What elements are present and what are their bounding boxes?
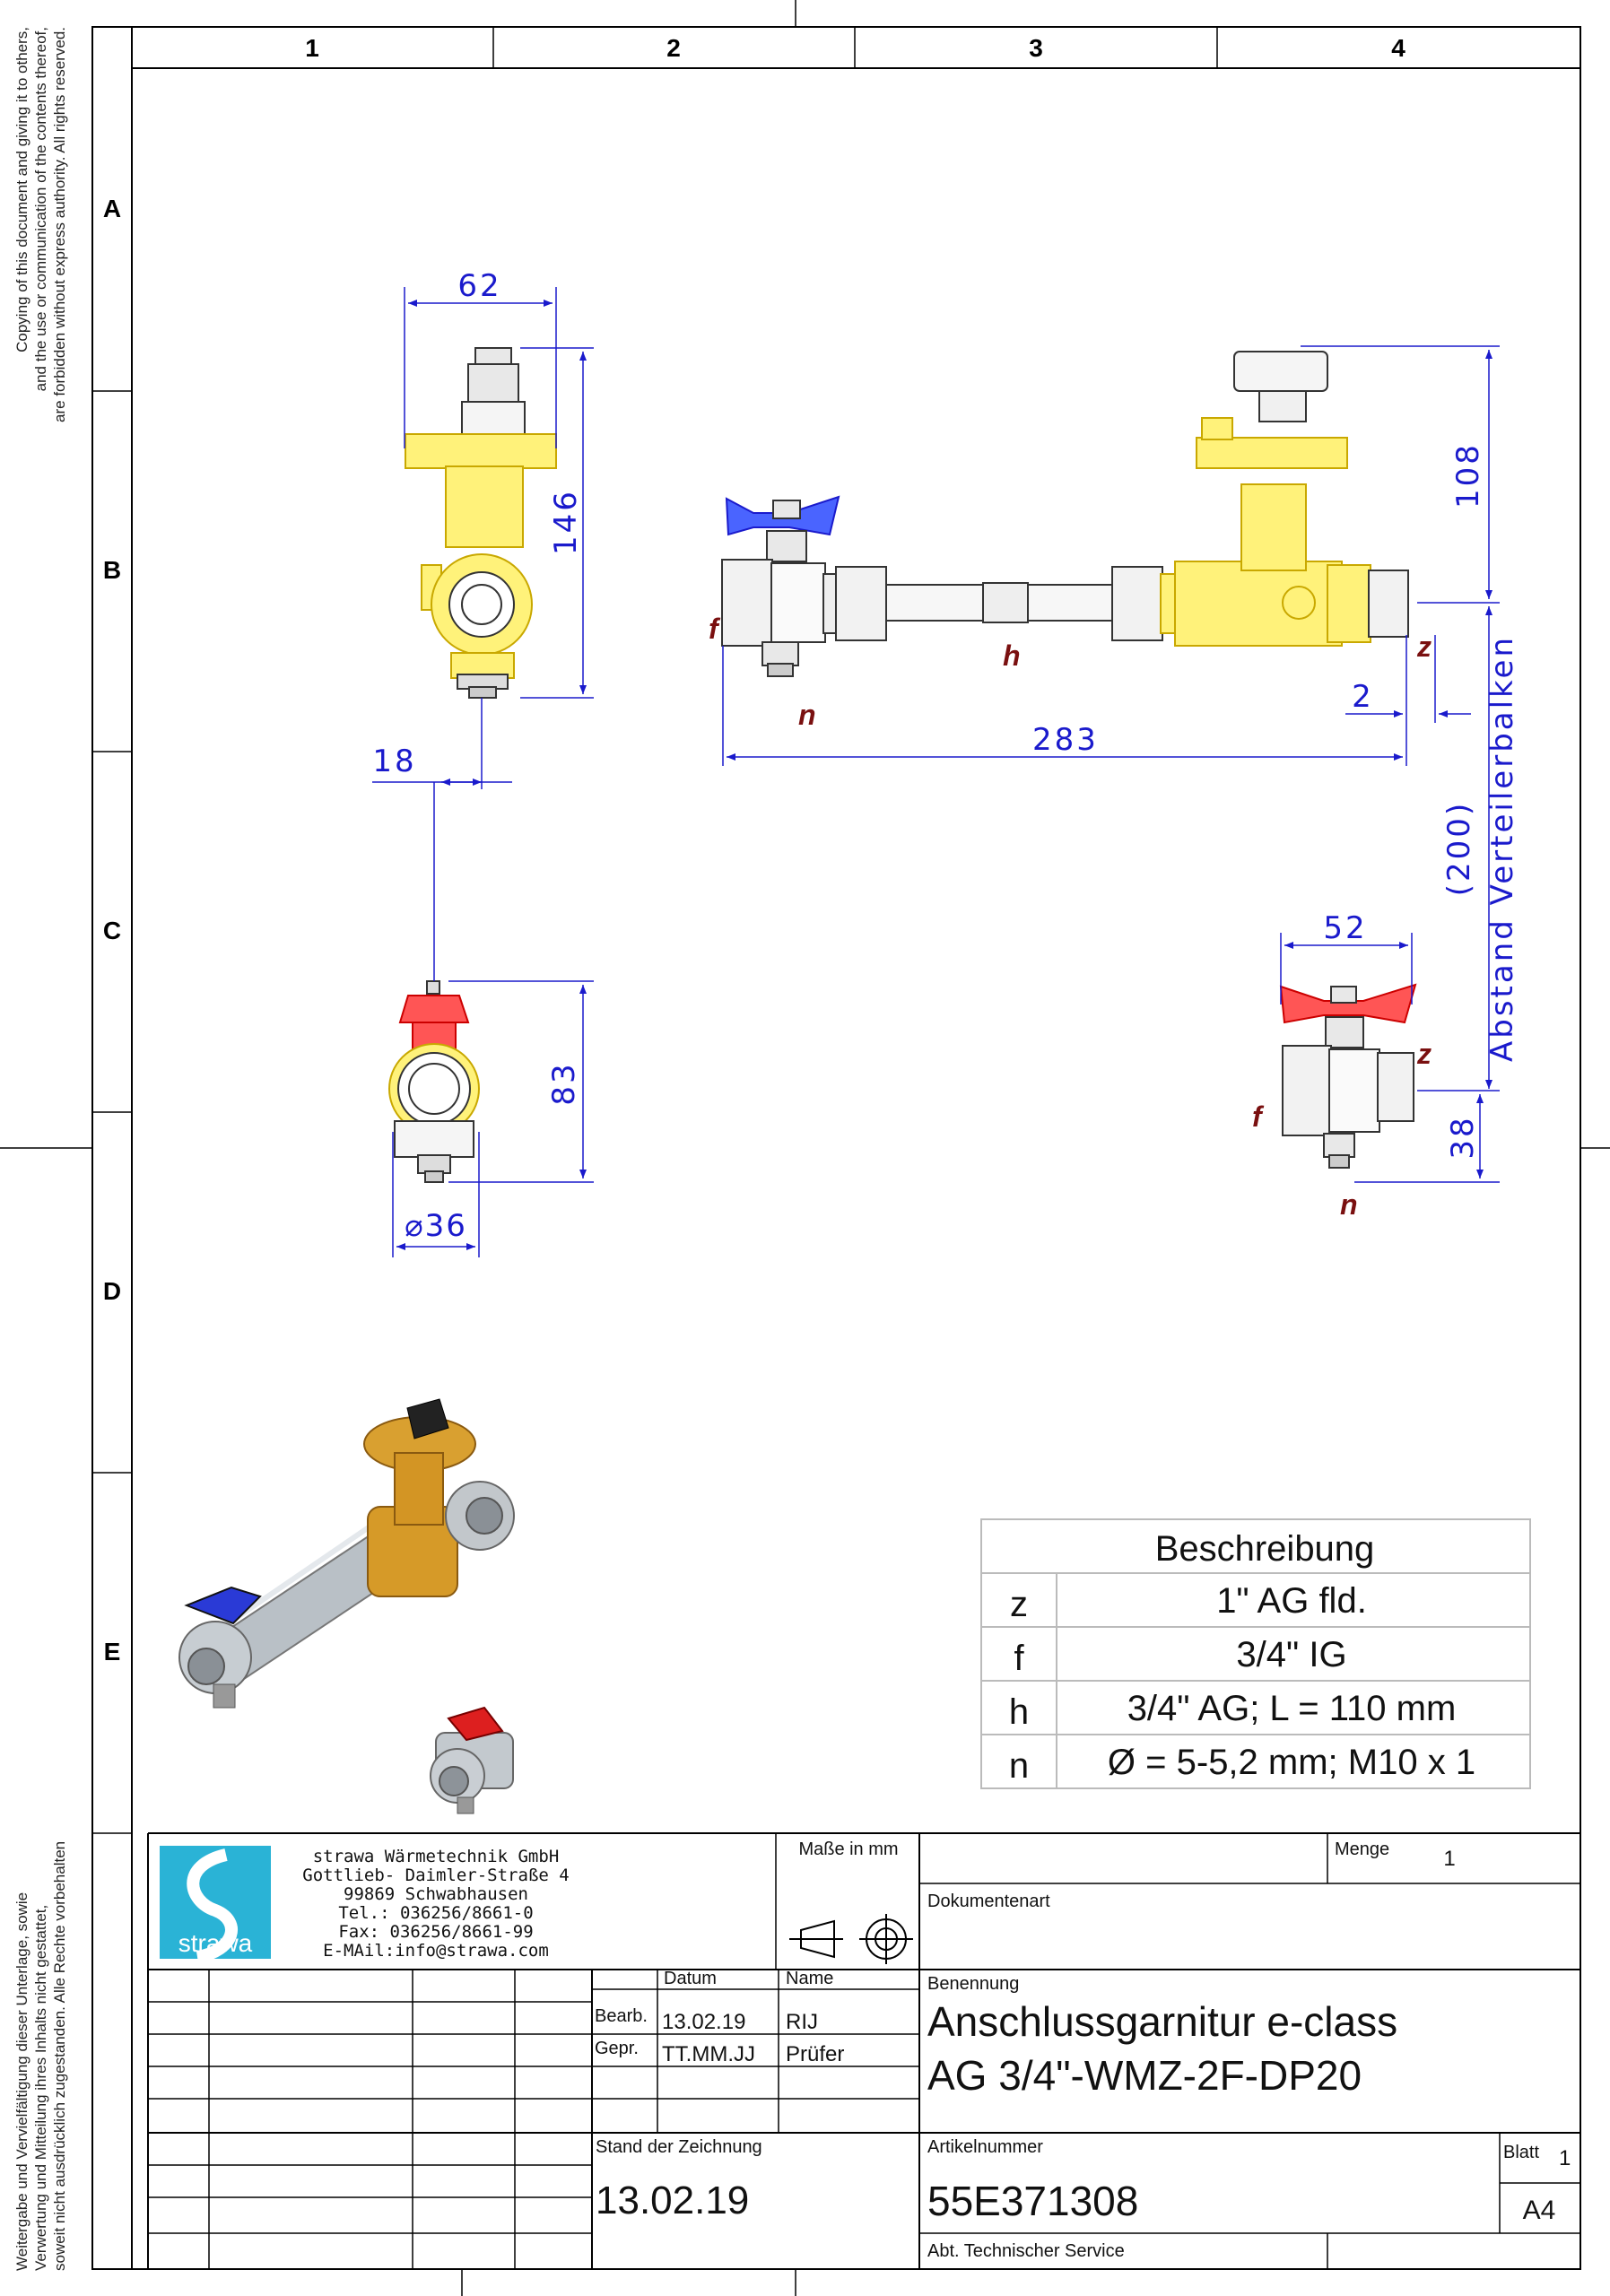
- copyright-de-line-2: Verwertung und Mitteilung ihres Inhalts …: [32, 1905, 49, 2271]
- format-label: A4: [1523, 2196, 1556, 2225]
- gepr-label: Gepr.: [595, 2039, 639, 2058]
- stand-value: 13.02.19: [596, 2179, 749, 2222]
- artikel-value: 55E371308: [927, 2178, 1138, 2224]
- label-f-front: f: [709, 613, 721, 645]
- assembly-3d-render: [178, 1398, 515, 1709]
- grid-column-2: 2: [666, 34, 681, 62]
- dim-ball-width: 52: [1323, 910, 1367, 946]
- name-label: Name: [786, 1969, 833, 1988]
- bearb-date: 13.02.19: [662, 2010, 745, 2034]
- company-tel: Tel.: 036256/8661-0: [338, 1903, 533, 1923]
- grid-column-1: 1: [305, 34, 319, 62]
- blatt-value: 1: [1559, 2146, 1571, 2170]
- copyright-notice-de: Weitergabe und Vervielfältigung dieser U…: [13, 1841, 68, 2271]
- bearb-name: RIJ: [786, 2010, 818, 2034]
- company-street: Gottlieb- Daimler-Straße 4: [302, 1866, 569, 1885]
- units-label: Maße in mm: [798, 1839, 898, 1859]
- outer-frame: [91, 26, 1581, 2270]
- grid-column-3: 3: [1029, 34, 1043, 62]
- projection-symbol: [789, 1914, 913, 1964]
- description-key-z: z: [1010, 1585, 1028, 1624]
- description-value-z: 1" AG fld.: [1216, 1581, 1367, 1621]
- copyright-en-line-3: are forbidden without express authority.…: [51, 27, 68, 422]
- title-line-1: Anschlussgarnitur e-class: [927, 1998, 1397, 2045]
- company-city: 99869 Schwabhausen: [344, 1884, 528, 1904]
- artikel-label: Artikelnummer: [927, 2137, 1043, 2157]
- dim-ball-height: 38: [1445, 1115, 1481, 1159]
- grid-column-4: 4: [1391, 34, 1405, 62]
- ball-valve-3d-render: [430, 1706, 514, 1814]
- description-value-n: Ø = 5-5,2 mm; M10 x 1: [1108, 1743, 1475, 1782]
- label-n-ball: n: [1340, 1188, 1358, 1221]
- stand-label: Stand der Zeichnung: [596, 2137, 762, 2157]
- description-key-h: h: [1009, 1692, 1029, 1732]
- description-value-f: 3/4" IG: [1236, 1635, 1346, 1674]
- dim-gap: 2: [1352, 679, 1371, 715]
- dim-diameter: ⌀36: [405, 1208, 467, 1244]
- grid-row-b: B: [103, 556, 121, 584]
- dim-valve-height: 83: [546, 1061, 582, 1105]
- dim-front-height: 108: [1450, 442, 1486, 509]
- red-valve-side-view: [388, 980, 480, 1183]
- grid-row-c: C: [103, 917, 121, 944]
- label-h-front: h: [1003, 639, 1021, 672]
- description-key-f: f: [1014, 1639, 1024, 1678]
- label-z-ball: z: [1416, 1038, 1432, 1070]
- menge-value: 1: [1443, 1847, 1455, 1871]
- copyright-de-line-3: soweit nicht ausdrücklich zugestanden. A…: [51, 1841, 68, 2271]
- benennung-label: Benennung: [927, 1974, 1019, 1994]
- label-n-front: n: [798, 699, 816, 731]
- dim-length: 283: [1032, 722, 1099, 758]
- description-header: Beschreibung: [1155, 1529, 1375, 1569]
- dim-distance-label: Abstand Verteilerbalken: [1484, 635, 1520, 1062]
- copyright-notice-en: Copying of this document and giving it t…: [13, 27, 68, 422]
- copyright-en-line-2: and the use or communication of the cont…: [32, 27, 49, 391]
- title-block: [147, 1832, 1580, 2269]
- company-name: strawa Wärmetechnik GmbH: [313, 1847, 560, 1866]
- blatt-label: Blatt: [1503, 2143, 1539, 2162]
- gepr-name: Prüfer: [786, 2042, 844, 2066]
- dim-side-height: 146: [548, 489, 584, 555]
- company-email: E-MAil:info@strawa.com: [323, 1941, 549, 1961]
- gepr-date: TT.MM.JJ: [662, 2042, 755, 2066]
- label-f-ball: f: [1252, 1100, 1265, 1133]
- department-label: Abt. Technischer Service: [927, 2241, 1125, 2261]
- dim-top-width: 62: [457, 268, 501, 304]
- company-logo: strawa: [160, 1846, 271, 1963]
- menge-label: Menge: [1335, 1839, 1389, 1859]
- description-table: Beschreibung z 1" AG fld. f 3/4" IG h 3/…: [980, 1518, 1531, 1789]
- bearb-label: Bearb.: [595, 2006, 648, 2026]
- dim-offset: 18: [372, 744, 416, 779]
- grid-row-d: D: [103, 1277, 121, 1305]
- dim-distance: (200): [1441, 801, 1477, 896]
- logo-text: strawa: [178, 1929, 253, 1957]
- grid-row-e: E: [104, 1638, 121, 1665]
- datum-label: Datum: [664, 1969, 717, 1988]
- copyright-en-line-1: Copying of this document and giving it t…: [13, 27, 30, 352]
- description-value-h: 3/4" AG; L = 110 mm: [1127, 1689, 1457, 1728]
- inner-frame: [131, 26, 1581, 2270]
- copyright-de-line-1: Weitergabe und Vervielfältigung dieser U…: [13, 1892, 30, 2271]
- title-line-2: AG 3/4"-WMZ-2F-DP20: [927, 2052, 1362, 2099]
- dokumentenart-label: Dokumentenart: [927, 1892, 1050, 1911]
- label-z-front: z: [1416, 631, 1432, 663]
- front-view-assembly: [721, 351, 1409, 677]
- grid-row-a: A: [103, 195, 121, 222]
- company-fax: Fax: 036256/8661-99: [338, 1922, 533, 1942]
- description-key-n: n: [1009, 1746, 1029, 1786]
- side-view-valve: [405, 347, 557, 699]
- red-ball-valve-front-view: [1279, 983, 1417, 1169]
